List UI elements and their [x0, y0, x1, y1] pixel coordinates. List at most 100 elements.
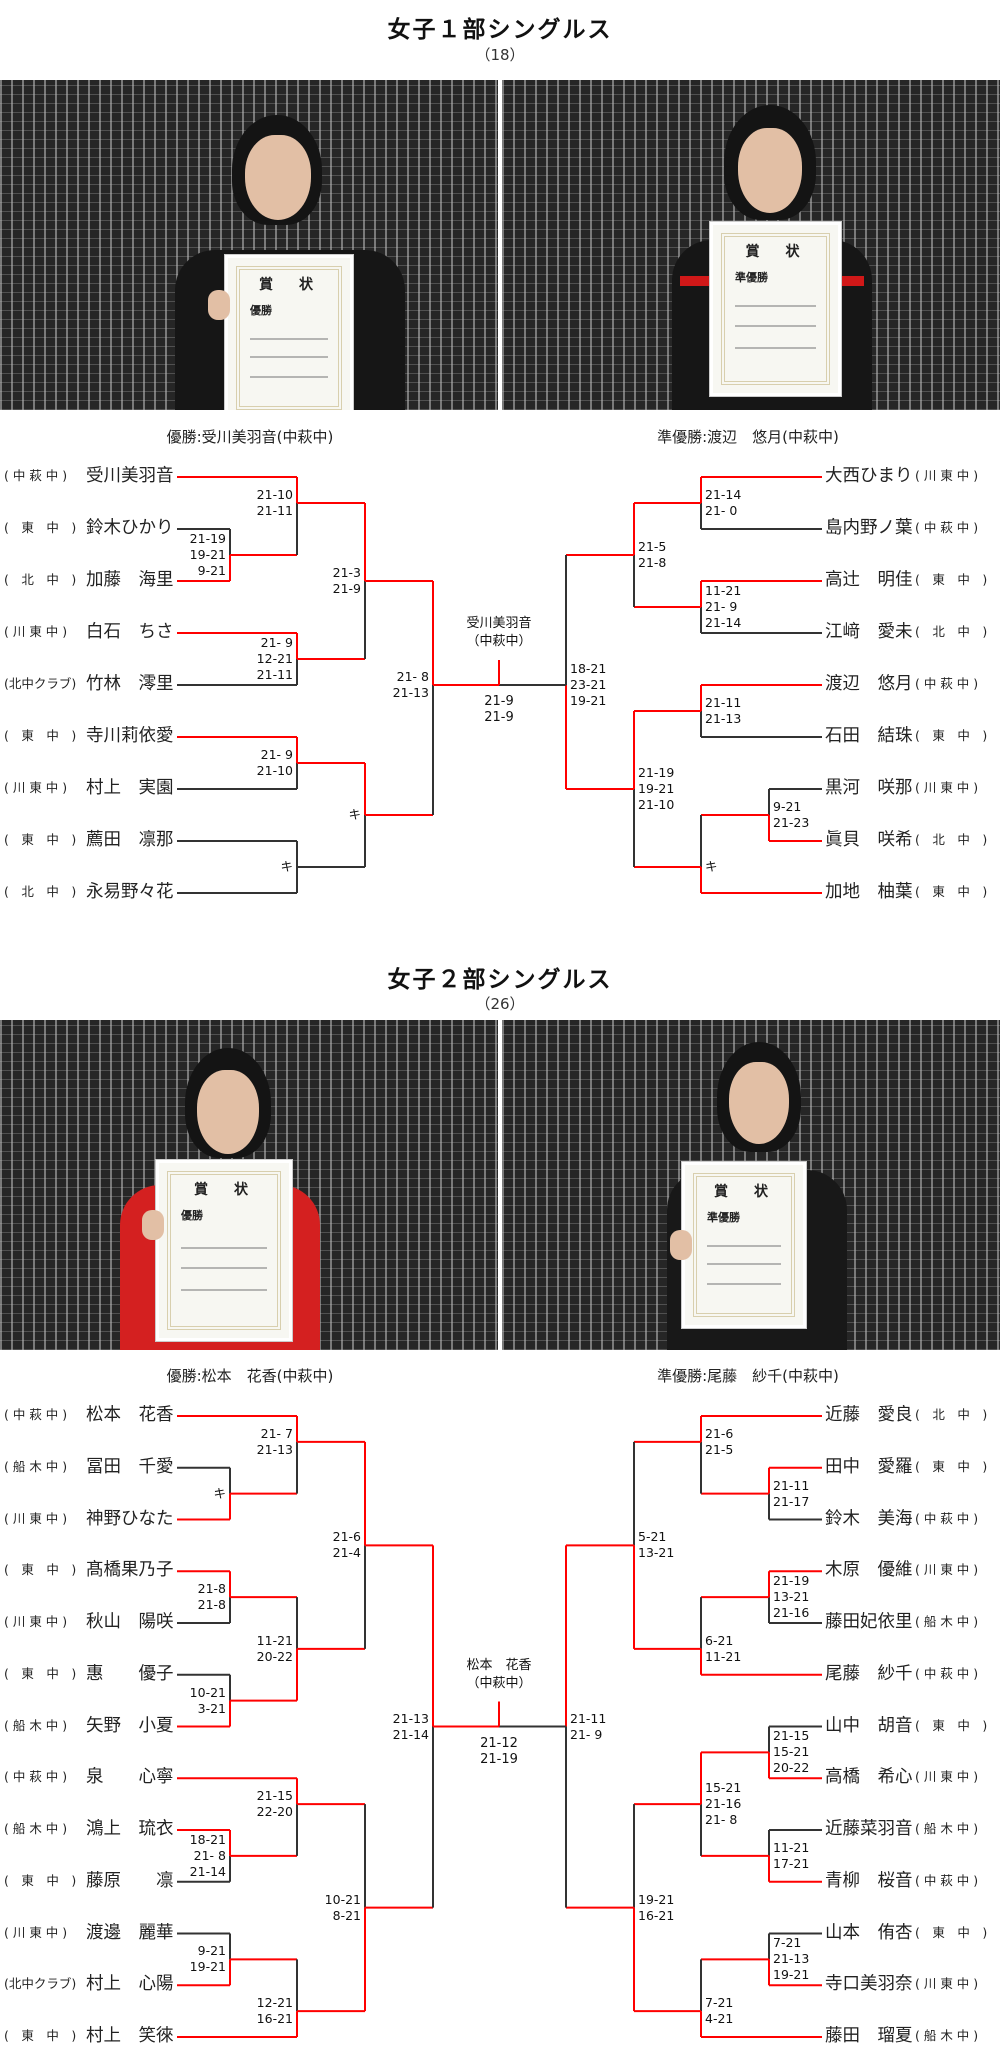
match-score: 21- 0 [705, 503, 738, 518]
player-school: ( 川 東 中 ) [915, 1562, 979, 1578]
player-name: 尾藤 紗千 [825, 1663, 913, 1684]
player-name: 高辻 明佳 [825, 570, 913, 590]
player-school: ( 川 東 中 ) [4, 624, 68, 639]
player-name: 村上 笑徠 [86, 2026, 174, 2046]
player-name: 山本 侑杏 [825, 1922, 913, 1943]
match-score: 21-13 [705, 711, 742, 726]
match-score: 11-21 [773, 1839, 810, 1855]
final-winner-name: 松本 花香 [466, 1657, 532, 1673]
player-name: 矢野 小夏 [86, 1715, 174, 1736]
player-name: 山中 胡音 [825, 1715, 913, 1736]
player-name: 大西ひまり [825, 466, 913, 486]
player-name: 島内野ノ葉 [825, 518, 913, 538]
player-name: 泉 心寧 [86, 1767, 174, 1788]
match-score: 21- 7 [260, 1425, 293, 1441]
match-score: 4-21 [705, 2011, 734, 2027]
match-score: 7-21 [773, 1935, 802, 1951]
match-score: 8-21 [332, 1907, 361, 1923]
match-score: 21-15 [256, 1788, 293, 1804]
match-score: 21- 8 [193, 1847, 226, 1863]
player-school: ( 北 中 ) [915, 832, 988, 847]
player-school: ( 中 萩 中 ) [915, 1510, 979, 1526]
match-score: 21-5 [705, 1441, 734, 1457]
match-score: 21-13 [392, 1710, 429, 1726]
player-name: 眞貝 咲希 [825, 830, 913, 850]
player-name: 村上 実園 [86, 778, 174, 798]
match-score: 11-21 [705, 583, 742, 598]
player-name: 渡邊 麗華 [86, 1922, 174, 1943]
player-school: ( 船 木 中 ) [4, 1821, 68, 1836]
champion-photo: 賞 状 優勝 [0, 80, 498, 410]
player-name: 渡辺 悠月 [825, 674, 913, 694]
match-score: 21-6 [705, 1425, 734, 1441]
player-school: (北中クラブ) [4, 676, 77, 691]
runnerup-photo: 賞 状 準優勝 [502, 80, 1000, 410]
player-school: ( 中 萩 中 ) [4, 1407, 68, 1422]
player-school: ( 川 東 中 ) [4, 1924, 68, 1940]
match-score: 21- 8 [396, 669, 429, 684]
player-name: 鴻上 琉衣 [86, 1819, 174, 1839]
match-score: 10-21 [189, 1684, 226, 1700]
match-score: 21-17 [773, 1493, 810, 1509]
match-score: 19-21 [638, 1891, 675, 1907]
player-school: ( 北 中 ) [4, 884, 77, 899]
match-score: 22-20 [256, 1804, 293, 1820]
player-name: 村上 心陽 [86, 1974, 174, 1995]
match-score: 21-11 [256, 503, 293, 518]
player-name: 松本 花香 [86, 1405, 174, 1425]
player-name: 冨田 千愛 [86, 1456, 174, 1477]
player-school: ( 中 萩 中 ) [915, 520, 979, 535]
certificate: 賞 状 優勝 [156, 1160, 292, 1341]
match-score: 18-21 [570, 661, 607, 676]
player-school: ( 東 中 ) [915, 1924, 988, 1940]
final-score: 21-9 [484, 694, 514, 709]
section-title: 女子２部シングルス [387, 967, 613, 993]
match-score: 21-4 [332, 1545, 361, 1561]
player-school: ( 川 東 中 ) [4, 1614, 68, 1629]
player-school: ( 東 中 ) [915, 884, 988, 899]
final-score: 21-12 [480, 1735, 518, 1751]
player-school: ( 東 中 ) [4, 520, 77, 535]
player-school: ( 北 中 ) [4, 572, 77, 587]
match-score: 21-16 [773, 1605, 810, 1621]
player-school: ( 船 木 中 ) [4, 1458, 68, 1474]
champion-label: 優勝:松本 花香(中萩中) [166, 1367, 334, 1385]
player-school: (北中クラブ) [4, 1976, 77, 1992]
player-school: ( 北 中 ) [915, 1407, 988, 1422]
certificate: 賞 状 準優勝 [710, 222, 841, 396]
match-score: 21-14 [189, 1863, 226, 1879]
match-score: 21-11 [570, 1710, 607, 1726]
player-name: 寺口美羽奈 [825, 1974, 913, 1995]
match-score: 9-21 [197, 563, 226, 578]
match-score: 21-9 [332, 581, 361, 596]
player-name: 藤田 瑠夏 [825, 2026, 913, 2046]
match-score: 21-19 [638, 765, 675, 780]
player-name: 石田 結珠 [825, 726, 913, 746]
match-score: 11-21 [705, 1648, 742, 1664]
player-school: ( 東 中 ) [915, 1458, 988, 1474]
player-school: ( 川 東 中 ) [915, 1976, 979, 1992]
player-school: ( 東 中 ) [915, 728, 988, 743]
player-school: ( 中 萩 中 ) [4, 1769, 68, 1785]
match-score: 21-8 [197, 1597, 226, 1613]
match-score: 15-21 [773, 1744, 810, 1760]
match-score: 21-14 [392, 1726, 429, 1742]
match-score: 21-10 [638, 797, 675, 812]
player-name: 藤田妃依里 [825, 1612, 913, 1632]
match-score: 21-8 [638, 555, 667, 570]
champion-photo: 賞 状 優勝 [0, 1020, 498, 1350]
match-score: 21- 9 [260, 635, 293, 650]
player-school: ( 東 中 ) [4, 2028, 77, 2043]
player-school: ( 東 中 ) [4, 1872, 77, 1888]
player-name: 秋山 陽咲 [86, 1612, 174, 1632]
player-name: 竹林 澪里 [86, 674, 174, 694]
player-name: 受川美羽音 [86, 466, 174, 486]
player-name: 加地 柚葉 [825, 882, 913, 902]
walkover-mark: キ [348, 807, 361, 822]
certificate: 賞 状 優勝 [225, 255, 353, 410]
match-score: 21- 9 [260, 747, 293, 762]
match-score: 21-14 [705, 487, 742, 502]
match-score: 21-19 [773, 1573, 810, 1589]
match-score: 21- 8 [705, 1812, 738, 1828]
match-score: 23-21 [570, 677, 607, 692]
